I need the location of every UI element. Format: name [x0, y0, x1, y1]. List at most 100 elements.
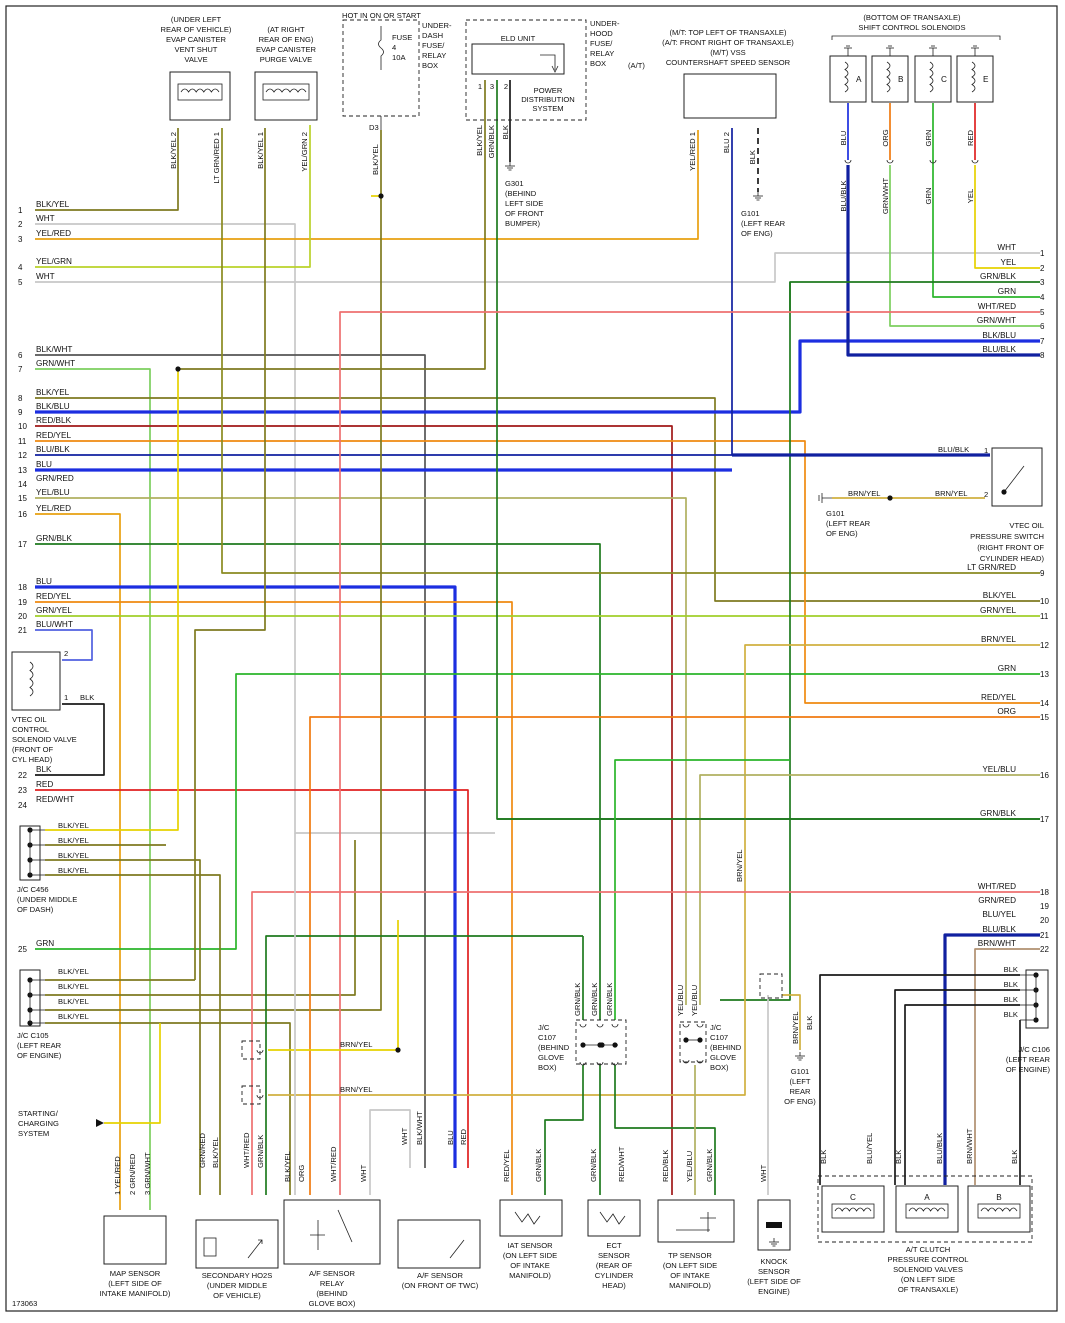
- evap-purge-valve-label: PURGE VALVE: [260, 55, 312, 64]
- left-pin-wire-label: GRN: [36, 939, 54, 948]
- coil-frame: [262, 83, 310, 101]
- wire-yel-blu-16: [699, 774, 1040, 1005]
- iat-label: MANIFOLD): [509, 1271, 551, 1280]
- left-pin-number: 25: [18, 945, 27, 954]
- wire-label: BLU: [839, 131, 848, 146]
- shift-solenoids-header: SHIFT CONTROL SOLENOIDS: [858, 23, 965, 32]
- connector-mark: [611, 1061, 619, 1066]
- solenoid-connector-mark: [844, 159, 852, 164]
- evap-purge-valve-coil-icon: [262, 83, 310, 101]
- jc106-wire-label: BLK: [1004, 965, 1018, 974]
- wire-brn-wht-22: [974, 948, 1040, 1185]
- jc456-label: (UNDER MIDDLE: [17, 895, 77, 904]
- coil-winding: [265, 88, 307, 93]
- left-pin-number: 20: [18, 612, 27, 621]
- vtec-oil-pressure-switch: [991, 447, 1043, 507]
- vss-header: (M/T: TOP LEFT OF TRANSAXLE): [669, 28, 786, 37]
- shift-solenoid-coil-icon: [971, 61, 976, 93]
- shift-bracket: [831, 35, 1001, 40]
- jc106-wire-label: BLK: [1004, 1010, 1018, 1019]
- wire-label: BLK: [894, 1150, 903, 1164]
- right-bottom-pin-number: 16: [1040, 771, 1049, 780]
- at-clutch-valve-letter: C: [850, 1193, 856, 1202]
- wire-brn-yel-12: [268, 644, 1040, 1096]
- wire-label: GRN/BLK: [573, 983, 582, 1016]
- left-pin-wire-label: YEL/GRN: [36, 257, 72, 266]
- right-bottom-pin-number: 15: [1040, 713, 1049, 722]
- variable-resistor-icon: [247, 1239, 263, 1259]
- jc105-wire-label: BLK/YEL: [58, 997, 89, 1006]
- left-pin-number: 5: [18, 278, 23, 287]
- wire-blu-yel-20: [875, 920, 1040, 1185]
- fuse-header: HOT IN ON OR START: [342, 11, 421, 20]
- jc107b-label: J/C: [710, 1023, 722, 1032]
- wire-label: WHT/RED: [329, 1146, 338, 1182]
- at-clutch-coil-icon: [831, 1203, 875, 1219]
- shift-solenoid-a: [829, 55, 867, 103]
- wire-grn-sol-c: [932, 103, 1040, 298]
- connector-mark: [579, 1023, 587, 1028]
- knock-label: (LEFT SIDE OF: [747, 1277, 801, 1286]
- jc456-wire-label: BLK/YEL: [58, 836, 89, 845]
- iat-label: IAT SENSOR: [507, 1241, 553, 1250]
- wire-red-yel-19: [35, 601, 513, 1195]
- left-pin-number: 3: [18, 235, 23, 244]
- knock-ground-icon: [795, 1052, 805, 1061]
- evap-vent-shut-valve: [169, 71, 231, 121]
- wire-wht-2: [35, 223, 495, 834]
- g101-knock-label: OF ENG): [784, 1097, 816, 1106]
- splice-dot: [395, 1047, 401, 1053]
- underhood-fuse-relay-box: [465, 19, 587, 121]
- wire-brn-yel-mid: [268, 920, 399, 1051]
- wire-label: BLK/YEL: [283, 1151, 292, 1182]
- left-pin-wire-label: RED/YEL: [36, 431, 71, 440]
- g101-vss-label: OF ENG): [741, 229, 773, 238]
- right-bottom-pin-wire-label: BLK/YEL: [983, 591, 1017, 600]
- wire-label: ORG: [881, 129, 890, 146]
- right-bottom-pin-number: 20: [1040, 916, 1049, 925]
- right-bottom-pin-number: 22: [1040, 945, 1049, 954]
- evap-vent-shut-valve-label: (UNDER LEFT: [171, 15, 222, 24]
- right-bottom-pin-wire-label: BLU/BLK: [982, 925, 1016, 934]
- g301-label: LEFT SIDE: [505, 199, 543, 208]
- solenoid-connector-mark: [929, 159, 937, 164]
- wire-label: WHT: [359, 1164, 368, 1182]
- right-bottom-pin-wire-label: ORG: [997, 707, 1016, 716]
- wire-label: 2: [504, 82, 508, 91]
- wire-label: GRN/BLK: [534, 1149, 543, 1182]
- right-bottom-pin-number: 13: [1040, 670, 1049, 679]
- eld-box-label: UNDER-: [590, 19, 620, 28]
- ect-label: CYLINDER: [595, 1271, 634, 1280]
- eld-unit: [471, 43, 565, 75]
- left-pin-wire-label: BLU: [36, 577, 52, 586]
- wire-label: YEL/BLU: [676, 985, 685, 1016]
- fuse-icon: [378, 26, 384, 70]
- wire-yel-blu-15: [35, 497, 687, 1005]
- right-bottom-pin-number: 10: [1040, 597, 1049, 606]
- fuse-box-label: RELAY: [422, 51, 446, 60]
- left-pin-wire-label: BLU/BLK: [36, 445, 70, 454]
- wire-blk-yel-456d: [45, 874, 221, 1195]
- ect-label: (REAR OF: [596, 1261, 633, 1270]
- right-bottom-pin-wire-label: RED/YEL: [981, 693, 1016, 702]
- jc105-wire-label: BLK/YEL: [58, 967, 89, 976]
- knock-label: ENGINE): [758, 1287, 790, 1296]
- g101-knock-label: REAR: [789, 1087, 811, 1096]
- heater-icon: [203, 1237, 217, 1257]
- connector-mark: [579, 1061, 587, 1066]
- connector-mark: [611, 1023, 619, 1028]
- g101-knock-label: G101: [791, 1067, 810, 1076]
- left-pin-number: 11: [18, 437, 27, 446]
- right-top-pin-wire-label: BLK/BLU: [982, 331, 1016, 340]
- right-top-pin-number: 2: [1040, 264, 1045, 273]
- jc107a-label: C107: [538, 1033, 556, 1042]
- wire-label: WHT: [759, 1164, 768, 1182]
- jc107b-label: C107: [710, 1033, 728, 1042]
- wire-label: BLK: [1010, 1150, 1019, 1164]
- jc-pin-dot: [612, 1042, 618, 1048]
- eld-box-label: FUSE/: [590, 39, 613, 48]
- wire-label: 2: [64, 649, 68, 658]
- wire-label: BLK/YEL: [475, 125, 484, 156]
- left-pin-wire-label: BLK: [36, 765, 52, 774]
